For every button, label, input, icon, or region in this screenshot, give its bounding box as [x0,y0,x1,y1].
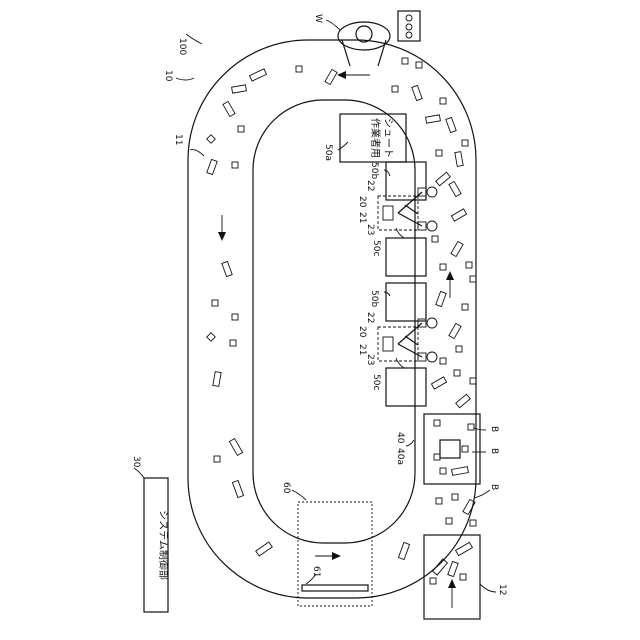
label-60: 60 [281,482,291,494]
label-22-lower: 22 [365,312,375,323]
label-30: 30 [131,456,141,468]
label-20-upper: 20 [357,196,367,208]
label-21-upper: 21 [357,212,367,223]
controller-text: システム制御部 [157,510,170,580]
collector-arrowhead [332,552,341,560]
label-W: W [313,14,323,23]
label-61: 61 [311,566,321,577]
label-11: 11 [173,134,183,145]
collector-bar [302,585,368,591]
label-50b-upper: 50b [369,162,379,179]
robot-lower [378,318,437,362]
label-B-2: B [489,448,499,454]
chute-text-line1: 作業者用 [369,118,382,158]
control-panel [398,11,420,41]
label-12: 12 [497,584,507,595]
label-23-upper: 23 [365,224,375,235]
bottles [207,58,476,584]
label-B-3: B [489,484,499,490]
chute-50c-upper [386,238,426,276]
label-B-1: B [489,426,499,432]
label-22-upper: 22 [365,180,375,191]
chute-50b-lower [386,283,426,321]
label-23-lower: 23 [365,354,375,365]
robot-upper [378,187,437,231]
conveyor-outer-loop [188,40,476,598]
label-50a: 50a [323,144,333,161]
label-50c-upper: 50c [371,240,381,256]
label-50b-lower: 50b [369,290,379,307]
label-40: 40 [395,432,405,444]
arrow-left [218,215,226,241]
label-20-lower: 20 [357,326,367,338]
arrow-right [446,271,454,298]
chute-text-line2: シュート [382,118,393,158]
worker-figure [338,22,390,66]
label-50c-lower: 50c [371,374,381,390]
chute-50c-lower [386,368,426,406]
arrow-top [337,71,370,79]
supply-arrowhead [448,579,456,588]
label-40a: 40a [395,448,405,465]
label-10: 10 [163,70,173,82]
label-100: 100 [177,38,187,55]
camera-box [440,440,460,458]
